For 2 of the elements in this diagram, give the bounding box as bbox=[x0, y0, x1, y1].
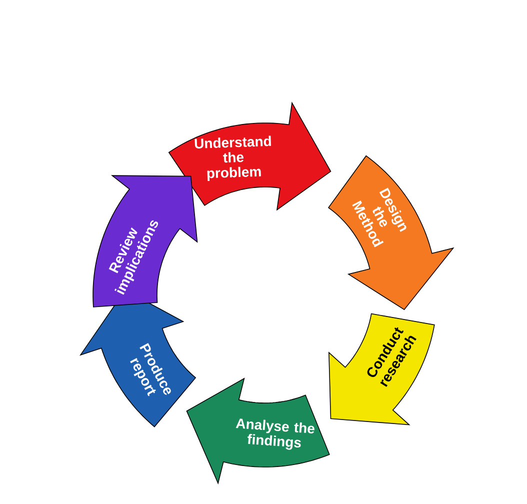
process-step-block: Analyse the findings bbox=[186, 378, 330, 484]
process-step-block: Understand the problem bbox=[168, 102, 332, 211]
